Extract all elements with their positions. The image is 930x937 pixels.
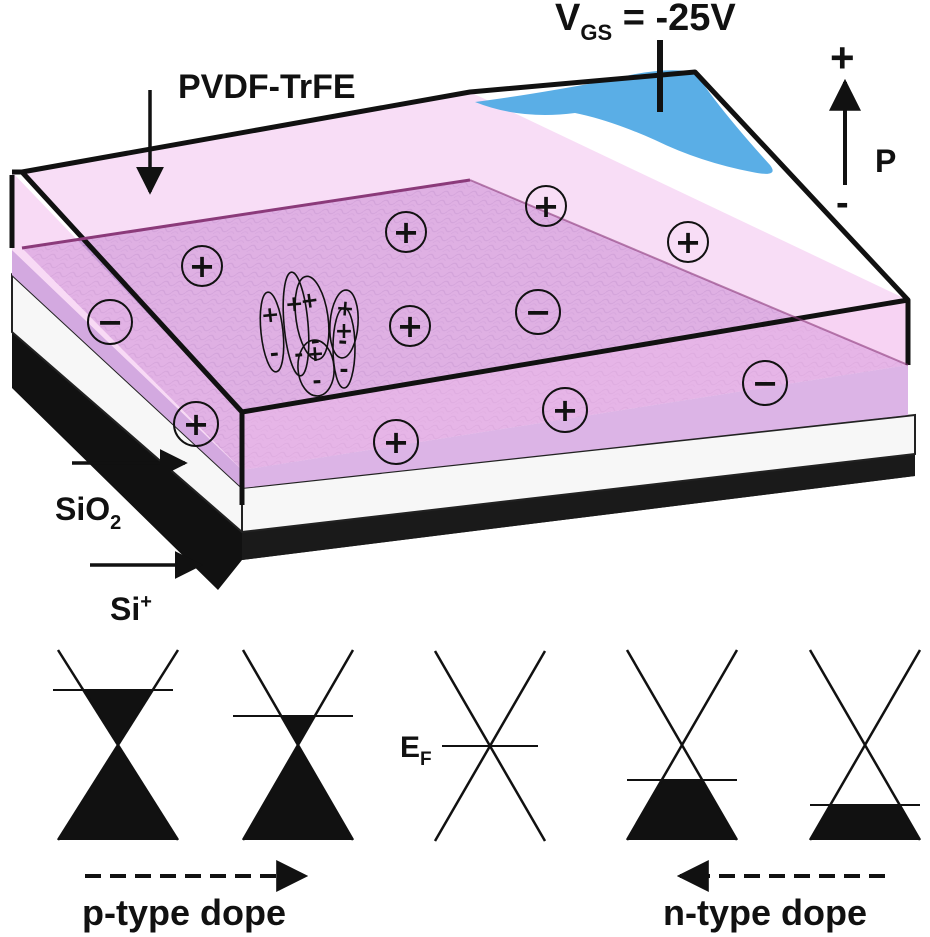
dipole-group: +-+-+-+-+-+-: [259, 271, 359, 397]
charge-positive: +: [173, 401, 219, 447]
svg-text:+: +: [299, 288, 321, 315]
dipole: +-: [259, 291, 285, 373]
charge-group: + + + + − + − + + + −: [87, 185, 788, 465]
sio2-label: SiO2: [55, 491, 121, 534]
p-type-label: p-type dope: [82, 892, 286, 933]
polarization-minus: -: [836, 182, 849, 224]
charge-negative: −: [742, 360, 788, 406]
svg-text:−: −: [752, 364, 779, 402]
fermi-level-label: EF: [400, 731, 432, 770]
charge-positive: +: [385, 211, 427, 253]
dirac-cone: [808, 649, 922, 841]
graphene-back-edge: [21, 178, 471, 250]
dipole: +-: [294, 275, 330, 361]
pvdf-box-outline: [9, 69, 911, 505]
si-label: Si+: [110, 591, 152, 627]
gate-electrode: [475, 70, 773, 174]
dirac-cone: [625, 649, 739, 841]
dipole: +-: [332, 307, 356, 389]
svg-text:+: +: [393, 213, 420, 251]
svg-text:-: -: [337, 329, 348, 355]
svg-text:-: -: [268, 341, 280, 367]
dirac-cones: [53, 649, 922, 842]
charge-positive: +: [542, 387, 588, 433]
graphene-right-edge: [469, 179, 909, 366]
charge-negative: −: [515, 289, 561, 335]
n-type-label: n-type dope: [663, 892, 867, 933]
pvdf-label: PVDF-TrFE: [178, 68, 356, 106]
vgs-label: VGS = -25V: [555, 0, 736, 45]
svg-text:+: +: [675, 223, 702, 261]
charge-positive: +: [525, 185, 567, 227]
svg-text:+: +: [189, 247, 216, 285]
svg-text:−: −: [525, 293, 552, 331]
svg-text:+: +: [305, 341, 325, 367]
svg-text:+: +: [260, 302, 281, 329]
dirac-cone: [53, 649, 180, 841]
svg-text:+: +: [335, 319, 353, 344]
charge-positive: +: [667, 221, 709, 263]
polarization-plus: +: [830, 34, 855, 81]
charge-positive: +: [373, 419, 419, 465]
svg-text:+: +: [533, 187, 560, 225]
pvdf-film: [12, 92, 908, 470]
charge-positive: +: [389, 305, 431, 347]
dirac-cone: [233, 649, 355, 841]
dipole: +-: [297, 339, 335, 397]
charge-negative: −: [87, 299, 133, 345]
svg-text:-: -: [339, 358, 348, 383]
si-substrate: [12, 332, 915, 590]
svg-text:+: +: [552, 391, 579, 429]
svg-text:+: +: [383, 423, 410, 461]
svg-text:−: −: [97, 303, 124, 341]
svg-text:+: +: [397, 307, 424, 345]
charge-positive: +: [181, 245, 223, 287]
polarization-label: P: [875, 143, 896, 179]
svg-text:-: -: [309, 328, 322, 354]
dirac-cone: [433, 650, 547, 842]
svg-text:+: +: [183, 405, 210, 443]
svg-text:-: -: [312, 369, 323, 395]
